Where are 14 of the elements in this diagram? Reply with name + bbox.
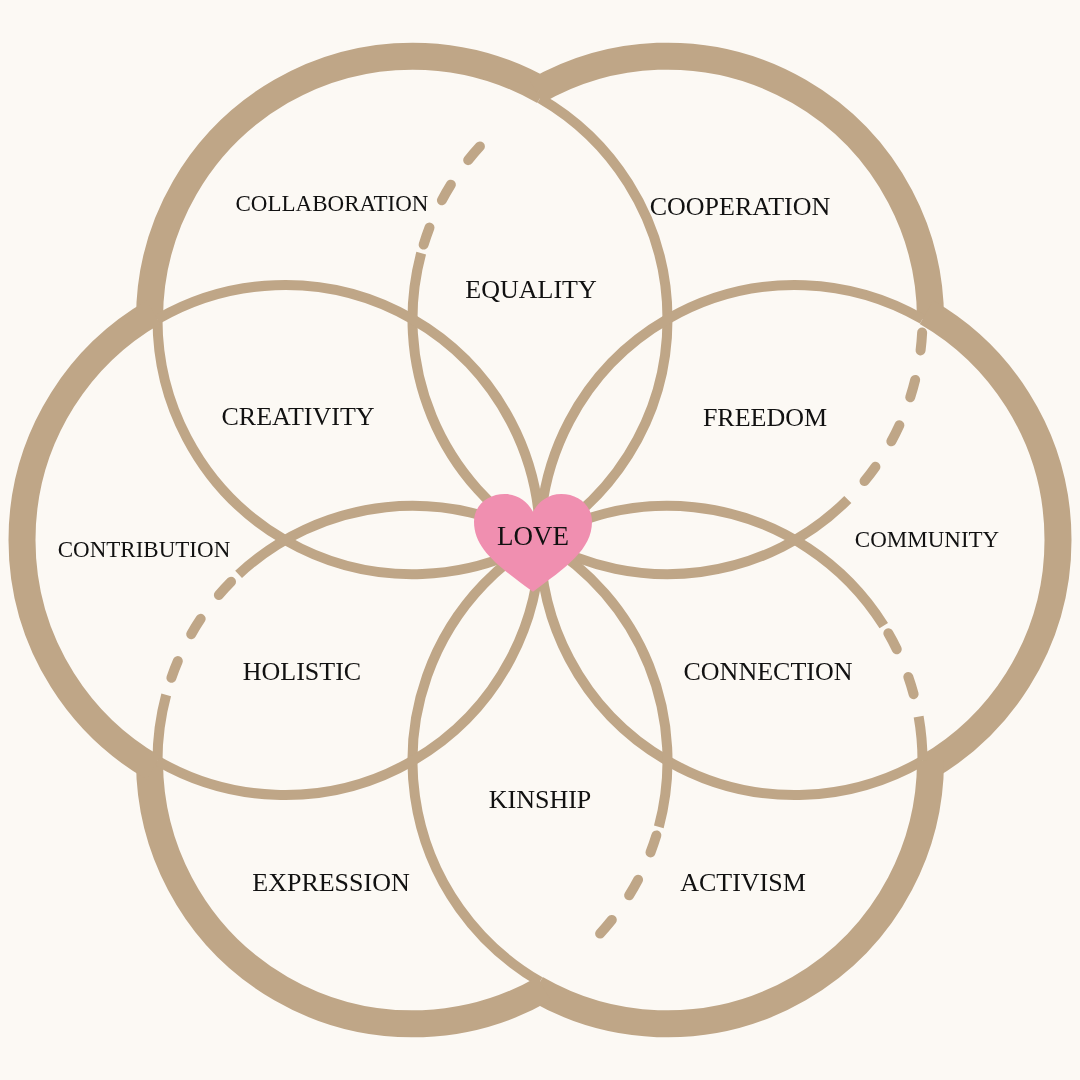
region-label: CREATIVITY (221, 404, 375, 430)
region-label: COMMUNITY (854, 527, 1000, 551)
region-label: HOLISTIC (242, 659, 362, 685)
region-label: COOPERATION (649, 194, 831, 220)
region-label: EQUALITY (465, 277, 597, 303)
region-label: ACTIVISM (680, 870, 806, 896)
region-label: CONNECTION (683, 659, 853, 685)
heart-shape (474, 494, 592, 594)
region-label: COLLABORATION (235, 191, 429, 215)
region-label: EXPRESSION (252, 870, 410, 896)
region-label: CONTRIBUTION (57, 537, 231, 561)
region-label: FREEDOM (702, 405, 828, 431)
node-label: LOVE (497, 522, 569, 550)
region-label: KINSHIP (488, 787, 592, 813)
